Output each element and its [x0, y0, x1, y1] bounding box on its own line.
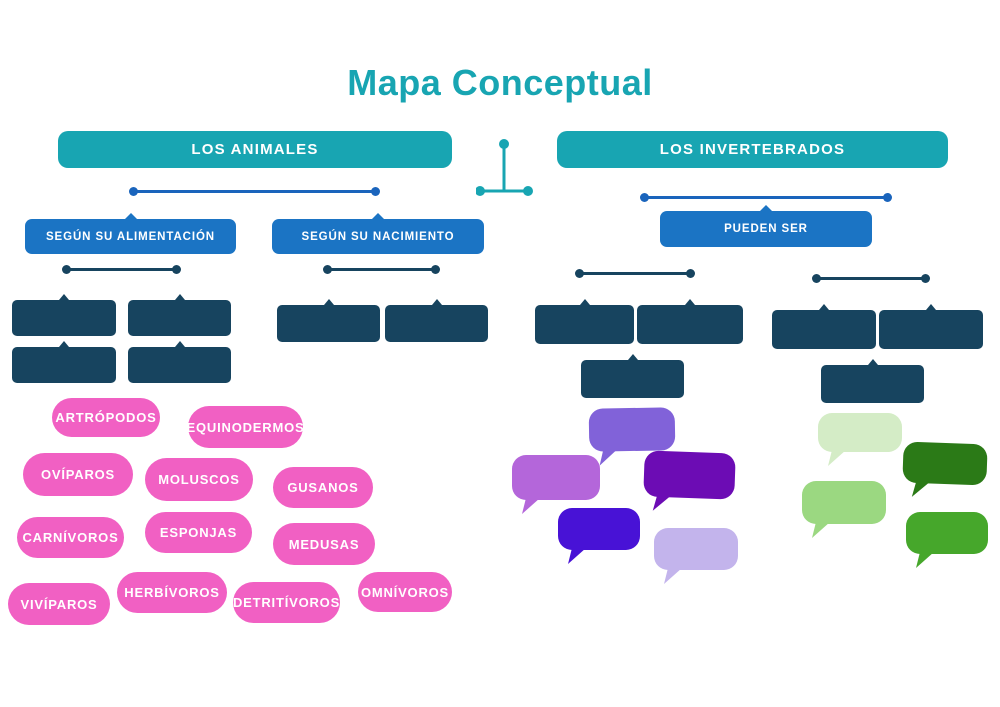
answer-slot[interactable] — [637, 299, 743, 344]
speech-bubble-icon — [654, 528, 738, 570]
answer-slot[interactable] — [879, 304, 983, 349]
connector-line-animales — [129, 187, 380, 196]
pill-oviparos[interactable]: OVÍPAROS — [23, 453, 133, 496]
category-box-nacimiento: SEGÚN SU NACIMIENTO — [272, 213, 484, 254]
node-label: LOS INVERTEBRADOS — [659, 141, 846, 158]
speech-bubble-icon — [902, 441, 988, 486]
speech-bubble-icon — [512, 455, 600, 500]
category-label: SEGÚN SU ALIMENTACIÓN — [45, 230, 216, 243]
pill-detritivoros[interactable]: DETRITÍVOROS — [233, 582, 340, 623]
node-bar-los-invertebrados: LOS INVERTEBRADOS — [557, 131, 948, 168]
pill-herbivoros[interactable]: HERBÍVOROS — [117, 572, 227, 613]
answer-slot[interactable] — [128, 294, 231, 336]
category-box-alimentacion: SEGÚN SU ALIMENTACIÓN — [25, 213, 236, 254]
answer-slot[interactable] — [581, 354, 684, 398]
connector-line-pueden-ser-left — [575, 269, 695, 278]
node-label: LOS ANIMALES — [191, 141, 319, 158]
connector-line-invertebrados — [640, 193, 892, 202]
answer-slot[interactable] — [277, 299, 380, 342]
pill-equinodermos[interactable]: EQUINODERMOS — [187, 406, 304, 448]
answer-slot[interactable] — [535, 299, 634, 344]
branch-connector-icon — [476, 139, 533, 196]
answer-slot[interactable] — [772, 304, 876, 349]
pill-moluscos[interactable]: MOLUSCOS — [145, 458, 253, 501]
pill-esponjas[interactable]: ESPONJAS — [145, 512, 252, 553]
answer-slot[interactable] — [385, 299, 488, 342]
speech-bubble-icon — [558, 508, 640, 550]
speech-bubble-icon — [802, 481, 886, 524]
category-label: PUEDEN SER — [724, 223, 808, 235]
pill-artropodos[interactable]: ARTRÓPODOS — [52, 398, 160, 437]
node-bar-los-animales: LOS ANIMALES — [58, 131, 452, 168]
pill-viviparos[interactable]: VIVÍPAROS — [8, 583, 110, 625]
connector-line-nacimiento — [323, 265, 440, 274]
speech-bubble-icon — [643, 450, 736, 500]
pill-gusanos[interactable]: GUSANOS — [273, 467, 373, 508]
answer-slot[interactable] — [12, 294, 116, 336]
speech-bubble-icon — [818, 413, 902, 452]
pill-carnivoros[interactable]: CARNÍVOROS — [17, 517, 124, 558]
speech-bubble-icon — [906, 512, 988, 554]
answer-slot[interactable] — [128, 341, 231, 383]
speech-bubble-icon — [588, 407, 676, 452]
category-label: SEGÚN SU NACIMIENTO — [301, 230, 455, 243]
page-title: Mapa Conceptual — [347, 62, 653, 103]
answer-slot[interactable] — [821, 359, 924, 403]
connector-line-alimentacion — [62, 265, 181, 274]
category-box-pueden-ser: PUEDEN SER — [660, 205, 872, 247]
answer-slot[interactable] — [12, 341, 116, 383]
pill-omnivoros[interactable]: OMNÍVOROS — [358, 572, 452, 612]
pill-medusas[interactable]: MEDUSAS — [273, 523, 375, 565]
connector-line-pueden-ser-right — [812, 274, 930, 283]
